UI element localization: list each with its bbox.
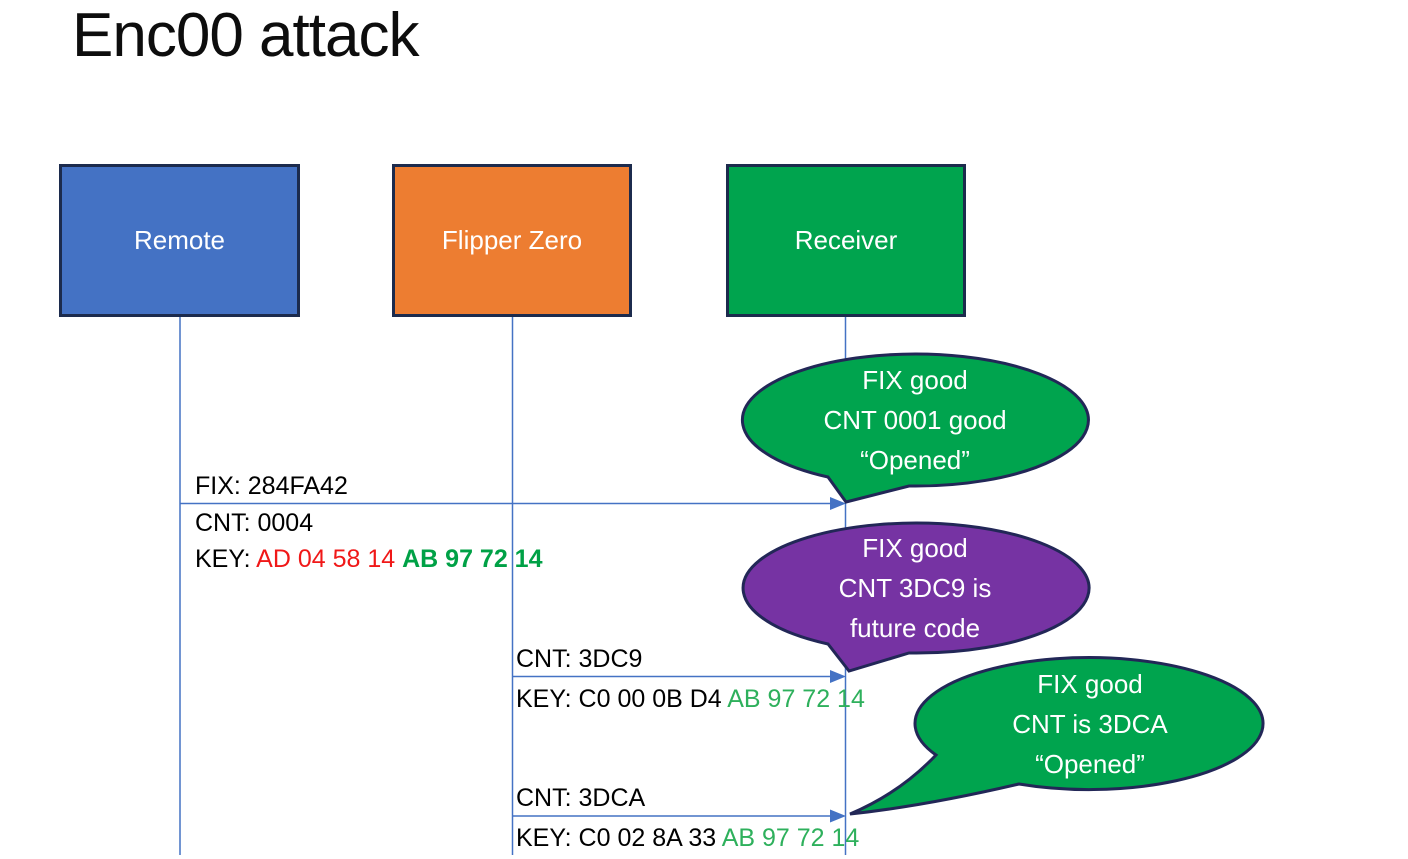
message-1-cnt: CNT: 0004 xyxy=(195,509,314,537)
arrowhead-2 xyxy=(830,670,846,683)
callout-2-line-2: CNT 3DC9 is xyxy=(838,573,992,603)
message-2-key-green-bytes: AB 97 72 14 xyxy=(727,685,865,713)
arrowhead-1 xyxy=(830,497,846,510)
message-1-key: KEY: AD 04 58 14 AB 97 72 14 xyxy=(195,544,542,574)
callout-bubble-fix-good-opened-2 xyxy=(849,656,1265,816)
callout-2-line-3: future code xyxy=(849,613,981,643)
callout-2-line-1: FIX good xyxy=(862,533,968,563)
message-1-fix: FIX: 284FA42 xyxy=(195,472,348,500)
callout-1-line-2: CNT 0001 good xyxy=(823,405,1007,435)
callout-text-1: FIX good CNT 0001 good “Opened” xyxy=(755,358,1075,482)
message-1-key-red-bytes: AD 04 58 14 xyxy=(256,545,403,573)
callout-text-2: FIX good CNT 3DC9 is future code xyxy=(755,526,1075,650)
arrowhead-3 xyxy=(830,809,846,823)
callout-3-line-2: CNT is 3DCA xyxy=(1012,709,1168,739)
message-2-key-label: KEY: C0 00 0B D4 xyxy=(516,685,728,713)
actor-box-remote: Remote xyxy=(59,164,300,317)
callout-3-line-1: FIX good xyxy=(1037,669,1143,699)
message-arrow-1 xyxy=(180,497,846,510)
callout-1-line-3: “Opened” xyxy=(860,445,970,475)
callout-bubble-fix-good-opened-1 xyxy=(740,352,1090,504)
message-arrow-2 xyxy=(512,670,846,683)
message-2-key: KEY: C0 00 0B D4 AB 97 72 14 xyxy=(516,684,865,714)
actor-label-remote: Remote xyxy=(133,225,226,255)
actor-label-flipper-zero: Flipper Zero xyxy=(441,225,583,255)
message-1-key-green-bytes: AB 97 72 14 xyxy=(402,545,543,573)
message-2-cnt: CNT: 3DC9 xyxy=(516,645,643,673)
callout-text-3: FIX good CNT is 3DCA “Opened” xyxy=(930,662,1250,786)
actor-box-flipper-zero: Flipper Zero xyxy=(392,164,632,317)
message-3-key-label: KEY: C0 02 8A 33 xyxy=(516,824,722,852)
message-1-key-label: KEY: xyxy=(195,545,257,573)
message-arrow-3 xyxy=(512,809,846,823)
callout-bubble-future-code xyxy=(741,521,1091,673)
callout-3-line-3: “Opened” xyxy=(1035,749,1145,779)
page-title: Enc00 attack xyxy=(72,1,419,70)
message-3-key-green-bytes: AB 97 72 14 xyxy=(721,824,860,852)
actor-box-receiver: Receiver xyxy=(726,164,966,317)
message-3-cnt: CNT: 3DCA xyxy=(516,784,646,812)
message-3-key: KEY: C0 02 8A 33 AB 97 72 14 xyxy=(516,823,859,853)
actor-label-receiver: Receiver xyxy=(794,225,898,255)
callout-1-line-1: FIX good xyxy=(862,365,968,395)
